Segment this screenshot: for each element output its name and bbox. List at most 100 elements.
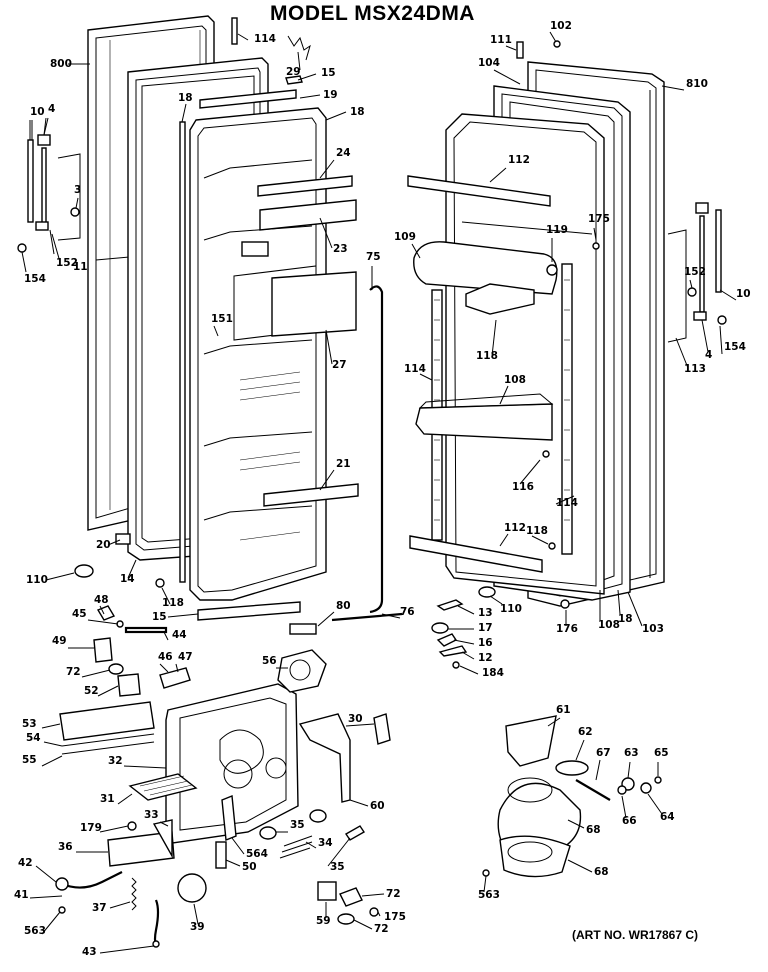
leader-line: [377, 911, 381, 917]
part-callout-151: 151: [211, 313, 233, 325]
part-callout-59: 59: [316, 915, 331, 927]
leader-line: [381, 613, 401, 619]
part-callout-3: 3: [74, 184, 81, 196]
part-callout-41: 41: [14, 889, 29, 901]
leader-line: [21, 251, 27, 273]
leader-line: [547, 717, 561, 727]
part-callout-66: 66: [622, 815, 637, 827]
part-callout-72: 72: [374, 923, 389, 935]
leader-line: [461, 651, 475, 660]
part-callout-35: 35: [330, 861, 345, 873]
leader-line: [51, 233, 61, 263]
leader-line: [411, 243, 421, 259]
leader-line: [109, 901, 131, 909]
leader-line: [297, 51, 301, 71]
part-callout-102: 102: [550, 20, 572, 32]
part-callout-109: 109: [394, 231, 416, 243]
leader-line: [361, 893, 385, 897]
leader-line: [555, 495, 575, 505]
part-callout-15: 15: [152, 611, 167, 623]
part-callout-112: 112: [508, 154, 530, 166]
part-callout-175: 175: [588, 213, 610, 225]
part-callout-72: 72: [66, 666, 81, 678]
leader-line: [457, 605, 475, 615]
part-callout-44: 44: [172, 629, 187, 641]
right-hinge-parts: [667, 202, 727, 343]
freezer-door-liner: [189, 107, 357, 601]
leader-line: [419, 373, 433, 381]
part-callout-67: 67: [596, 747, 611, 759]
leader-line: [345, 723, 375, 727]
leader-line: [317, 611, 335, 627]
part-callout-72: 72: [386, 888, 401, 900]
part-callout-47: 47: [178, 651, 193, 663]
part-callout-63: 63: [624, 747, 639, 759]
leader-line: [319, 217, 333, 249]
leader-line: [567, 819, 585, 829]
part-callout-17: 17: [478, 622, 493, 634]
part-callout-112: 112: [504, 522, 526, 534]
part-callout-68: 68: [586, 824, 601, 836]
leader-line: [87, 619, 119, 625]
leader-line: [161, 587, 171, 605]
leader-line: [81, 669, 111, 678]
part-callout-30: 30: [348, 713, 363, 725]
part-callout-4: 4: [48, 103, 55, 115]
fresh-food-door-bins: [407, 40, 600, 573]
part-callout-20: 20: [96, 539, 111, 551]
leader-line: [41, 723, 61, 729]
leader-line: [175, 663, 179, 673]
leader-line: [97, 685, 119, 697]
part-callout-119: 119: [546, 224, 568, 236]
leader-line: [35, 865, 57, 883]
leader-line: [661, 85, 685, 91]
part-callout-76: 76: [400, 606, 415, 618]
part-callout-103: 103: [642, 623, 664, 635]
leader-lines: [21, 31, 737, 954]
leader-line: [305, 841, 317, 849]
part-callout-23: 23: [333, 243, 348, 255]
left-hinge-parts: [17, 117, 81, 255]
part-callout-50: 50: [242, 861, 257, 873]
part-callout-80: 80: [336, 600, 351, 612]
part-callout-176: 176: [556, 623, 578, 635]
leader-line: [627, 761, 631, 779]
part-callout-19: 19: [323, 89, 338, 101]
part-callout-36: 36: [58, 841, 73, 853]
leader-line: [29, 895, 63, 899]
part-callout-114: 114: [556, 497, 578, 509]
leader-line: [159, 821, 169, 827]
leader-line: [719, 325, 723, 355]
part-callout-18: 18: [618, 613, 633, 625]
part-callout-39: 39: [190, 921, 205, 933]
part-callout-42: 42: [18, 857, 33, 869]
part-callout-108: 108: [504, 374, 526, 386]
leader-line: [689, 279, 693, 289]
part-callout-114: 114: [254, 33, 276, 45]
part-callout-154: 154: [724, 341, 746, 353]
part-callout-54: 54: [26, 732, 41, 744]
leader-line: [349, 799, 369, 807]
part-callout-53: 53: [22, 718, 37, 730]
part-callout-65: 65: [654, 747, 669, 759]
leader-line: [325, 111, 347, 121]
leader-line: [491, 319, 497, 357]
part-callout-11: 11: [73, 261, 88, 273]
leader-line: [319, 469, 335, 491]
part-callout-75: 75: [366, 251, 381, 263]
part-callout-563: 563: [24, 925, 46, 937]
part-callout-564: 564: [246, 848, 268, 860]
part-callout-154: 154: [24, 273, 46, 285]
part-callout-33: 33: [144, 809, 159, 821]
part-callout-10: 10: [736, 288, 751, 300]
leader-line: [319, 159, 335, 179]
leader-line: [117, 793, 133, 805]
part-callout-175: 175: [384, 911, 406, 923]
leader-line: [41, 755, 63, 767]
leader-line: [99, 945, 155, 954]
part-callout-43: 43: [82, 946, 97, 958]
leader-line: [549, 31, 557, 43]
